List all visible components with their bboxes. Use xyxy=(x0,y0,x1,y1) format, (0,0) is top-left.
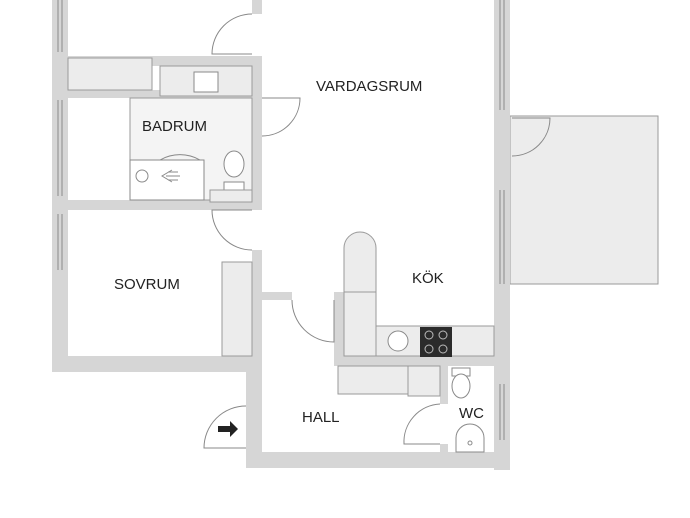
toilet-icon xyxy=(223,150,245,178)
entrance-arrow-icon xyxy=(218,421,238,437)
kitchen-counter-left xyxy=(343,291,377,357)
door-swing-entrance xyxy=(203,405,247,449)
door-swing-badrum xyxy=(261,97,301,137)
stove-burner-2 xyxy=(438,330,448,340)
shower-icon xyxy=(135,169,149,183)
sovrum-wardrobe xyxy=(221,261,253,357)
wc-toilet-icon xyxy=(451,373,471,399)
door-swing-wc xyxy=(403,403,441,445)
balcony xyxy=(509,115,659,285)
windows xyxy=(57,0,505,440)
label-badrum: BADRUM xyxy=(142,118,207,135)
kitchen-sink xyxy=(387,330,409,352)
door-swing-sovrum xyxy=(211,209,253,251)
hall-storage-2 xyxy=(407,365,441,397)
wardrobe xyxy=(67,57,153,91)
label-kok: KÖK xyxy=(412,269,444,287)
stove-icon xyxy=(420,327,452,357)
door-swing-hall xyxy=(291,299,335,343)
fridge xyxy=(343,231,377,293)
sink-icon xyxy=(455,423,485,453)
hall-storage xyxy=(337,365,409,395)
stove-burner-4 xyxy=(438,344,448,354)
label-hall: HALL xyxy=(302,409,340,426)
door-swing-top xyxy=(211,13,253,55)
stove-burner-1 xyxy=(424,330,434,340)
walls xyxy=(52,0,510,470)
label-vardagsrum: VARDAGSRUM xyxy=(316,78,422,95)
bathtub-icon xyxy=(129,159,205,201)
bathroom-sink xyxy=(193,71,219,93)
balcony-door-swing xyxy=(511,117,551,157)
sink-drain xyxy=(467,440,473,446)
shower-door-swing xyxy=(159,154,201,161)
badrum-lower-cabinet xyxy=(209,189,253,203)
label-wc: WC xyxy=(459,405,484,422)
label-sovrum: SOVRUM xyxy=(114,276,180,293)
shower-head xyxy=(161,169,180,183)
stove-burner-3 xyxy=(424,344,434,354)
